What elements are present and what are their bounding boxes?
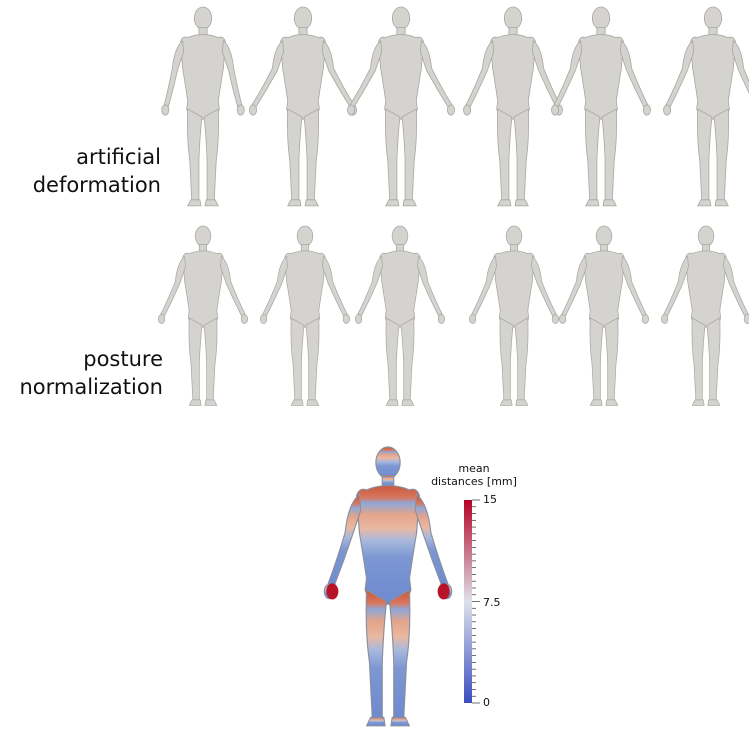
human-figure (469, 226, 558, 405)
human-figure (661, 226, 749, 405)
colorbar-tick-max: 15 (483, 494, 497, 506)
human-figure (324, 447, 451, 726)
human-figure (260, 226, 349, 405)
figure-row-posture-normalization (0, 218, 749, 413)
colorbar-title-line2: distances [mm] (420, 475, 528, 488)
colorbar-ticks (472, 500, 480, 703)
human-figure (249, 7, 356, 206)
colorbar-title: mean distances [mm] (420, 462, 528, 488)
colorbar-tick-mid: 7.5 (483, 597, 501, 609)
human-figure (559, 226, 648, 405)
right-hand-highlight (438, 583, 450, 599)
colorbar-tick-min: 0 (483, 697, 490, 709)
human-figure (347, 7, 454, 206)
colorbar-gradient (464, 500, 472, 703)
heat-body-shape (324, 447, 451, 726)
colorbar-title-line1: mean (420, 462, 528, 475)
human-figure (552, 7, 651, 206)
figure-row-artificial-deformation (0, 0, 749, 215)
human-figure (664, 7, 749, 206)
human-figure (158, 226, 247, 405)
human-figure (162, 7, 245, 206)
left-hand-highlight (326, 583, 338, 599)
human-figure (464, 7, 563, 206)
human-figure (355, 226, 444, 405)
